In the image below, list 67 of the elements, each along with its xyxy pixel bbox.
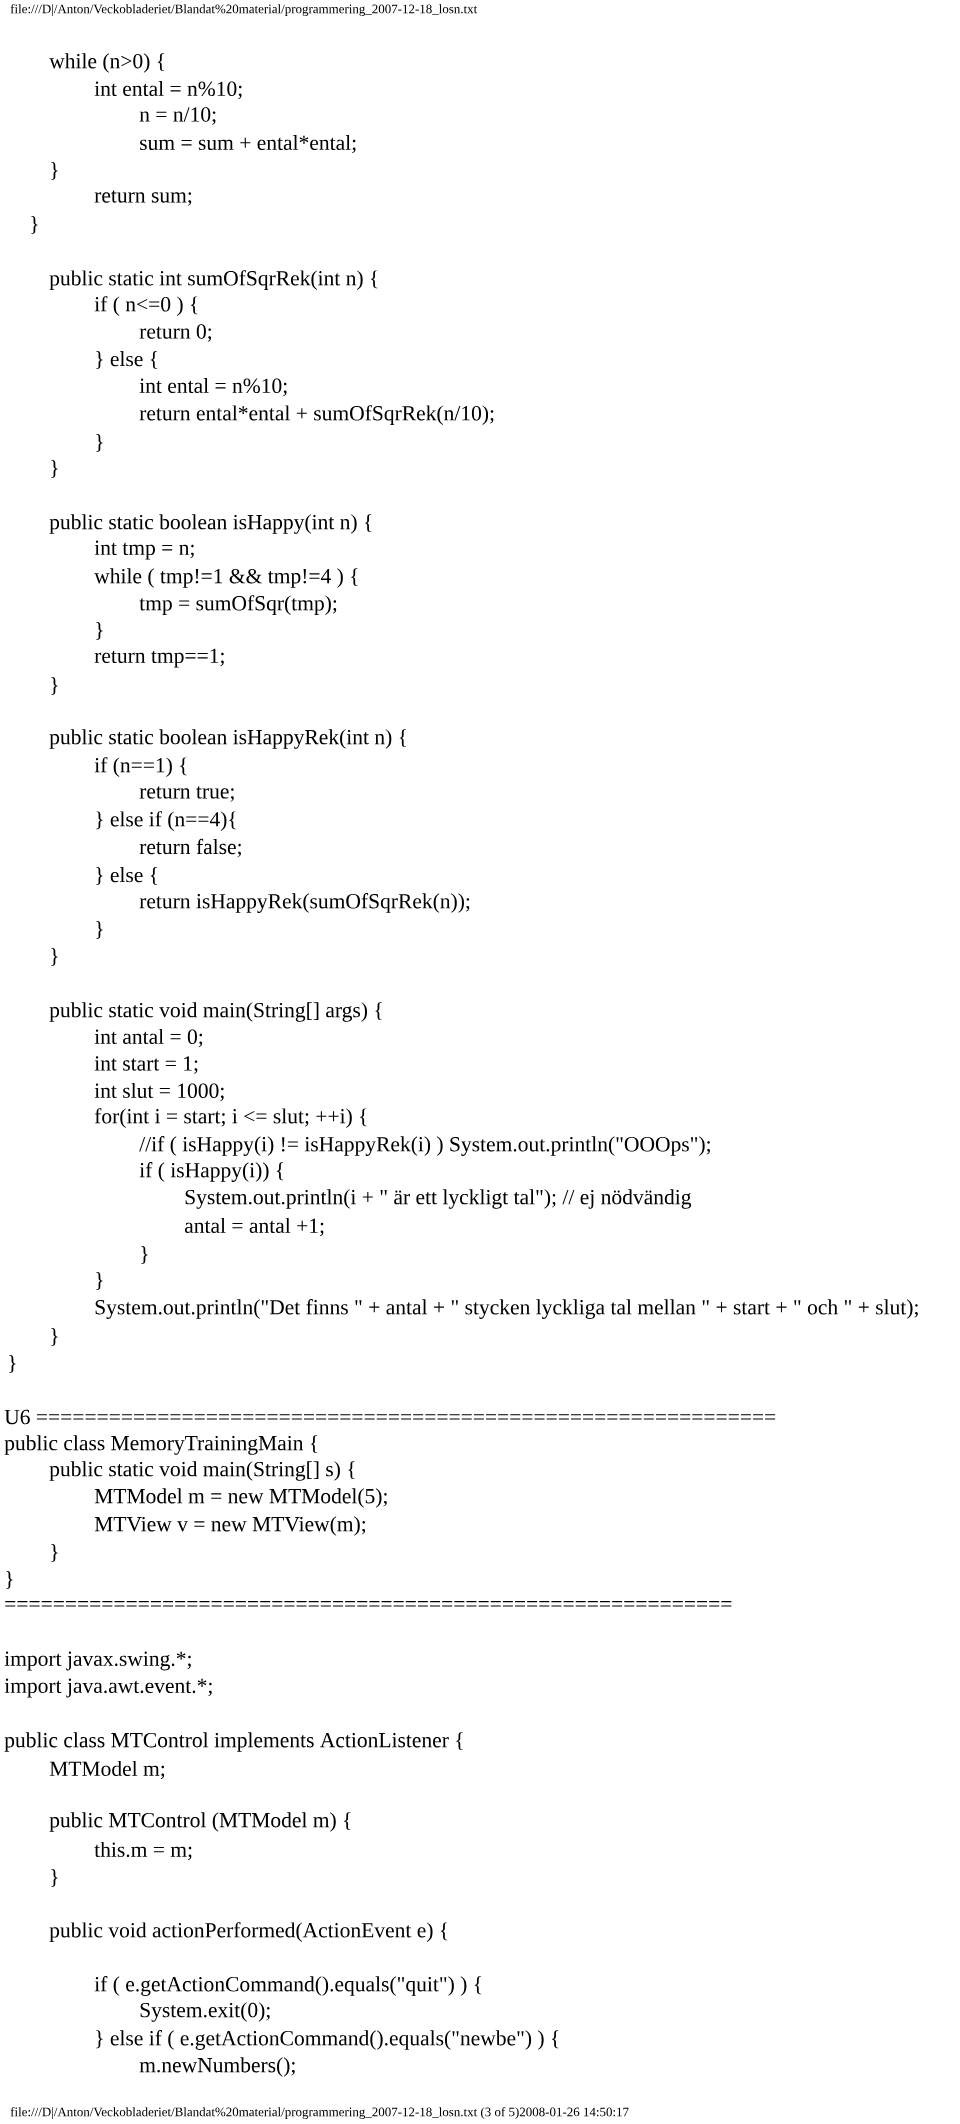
code-line: public static boolean isHappyRek(int n) {	[49, 729, 407, 749]
code-line: return ental*ental + sumOfSqrRek(n/10);	[139, 405, 494, 425]
code-line: if ( e.getActionCommand().equals("quit") ) {	[94, 1976, 482, 1996]
code-line: }	[51, 948, 58, 966]
code-line: m.newNumbers();	[139, 2057, 295, 2077]
code-line: } else {	[96, 351, 158, 369]
code-line: MTModel m;	[49, 1760, 165, 1780]
code-line: }	[96, 622, 103, 640]
code-line: } else if ( e.getActionCommand().equals("newbe") ) {	[96, 2030, 559, 2050]
code-line: System.out.println("Det finns " + antal + " stycken lyckliga tal mellan " + start + " och " + slut);	[95, 1299, 918, 1319]
code-line: }	[51, 1869, 58, 1887]
page-footer: file:///D|/Anton/Veckobladeriet/Blandat%20material/programmering_2007-12-18_losn.txt (3 of 5)2008-01-26 14:50:17	[10, 2107, 629, 2119]
code-line: public static void main(String[] args) {	[49, 1002, 382, 1022]
code-line: //if ( isHappy(i) != isHappyRek(i) ) System.out.println("OOOps");	[139, 1136, 710, 1156]
code-line: }	[96, 921, 103, 939]
code-line: }	[9, 1355, 16, 1373]
code-line: } else {	[96, 867, 158, 885]
code-line: import java.awt.event.*;	[4, 1678, 212, 1698]
code-line: antal = antal +1;	[184, 1217, 324, 1237]
code-line: this.m = m;	[94, 1841, 192, 1861]
code-line: }	[96, 434, 103, 452]
code-line: if ( n<=0 ) {	[94, 296, 198, 316]
code-line: int antal = 0;	[94, 1028, 203, 1048]
code-line: import javax.swing.*;	[4, 1651, 191, 1671]
code-line: return false;	[139, 838, 241, 858]
code-line: MTView v = new MTView(m);	[94, 1516, 366, 1536]
code-line: public static int sumOfSqrRek(int n) {	[49, 270, 378, 290]
code-line: }	[51, 677, 58, 695]
code-line: public class MTControl implements ActionListener {	[4, 1732, 463, 1752]
code-line: System.exit(0);	[140, 2002, 270, 2022]
code-line: n = n/10;	[139, 107, 216, 125]
code-line: public class MemoryTrainingMain {	[4, 1435, 318, 1455]
code-line: if ( isHappy(i)) {	[139, 1162, 284, 1182]
code-line: }	[51, 1328, 58, 1346]
code-line: }	[51, 162, 58, 180]
code-line: sum = sum + ental*ental;	[140, 134, 356, 154]
code-line: }	[96, 1272, 103, 1290]
code-line: }	[6, 1571, 13, 1589]
code-line: return sum;	[94, 190, 192, 206]
code-line: while ( tmp!=1 && tmp!=4 ) {	[94, 568, 358, 588]
code-line: public static boolean isHappy(int n) {	[49, 514, 372, 534]
code-line: System.out.println(i + " är ett lyckligt tal"); // ej nödvändig	[185, 1189, 692, 1209]
code-line: tmp = sumOfSqr(tmp);	[139, 595, 337, 615]
code-line: int start = 1;	[94, 1056, 198, 1074]
code-line: }	[31, 216, 38, 234]
code-line: if (n==1) {	[94, 757, 187, 777]
code-line: }	[51, 460, 58, 478]
code-line: public MTControl (MTModel m) {	[49, 1812, 351, 1832]
code-line: } else if (n==4){	[96, 811, 236, 831]
code-line: return tmp==1;	[94, 648, 224, 668]
code-line: return isHappyRek(sumOfSqrRek(n));	[139, 893, 470, 913]
code-line: int ental = n%10;	[94, 80, 242, 100]
code-line: ============================================================	[5, 1601, 732, 1607]
code-line: int slut = 1000;	[94, 1082, 224, 1102]
code-line: }	[141, 1246, 148, 1264]
code-line: while (n>0) {	[49, 53, 165, 73]
code-line: int ental = n%10;	[139, 377, 287, 397]
code-line: public static void main(String[] s) {	[49, 1461, 355, 1481]
code-line: for(int i = start; i <= slut; ++i) {	[94, 1108, 367, 1128]
code-line: return 0;	[139, 324, 212, 342]
code-line: U6 =============================================================	[4, 1409, 776, 1425]
code-line: return true;	[139, 786, 234, 802]
code-line: MTModel m = new MTModel(5);	[94, 1488, 387, 1508]
file-path-header: file:///D|/Anton/Veckobladeriet/Blandat%20material/programmering_2007-12-18_losn.txt	[10, 4, 478, 16]
code-line: }	[51, 1544, 58, 1562]
code-line: int tmp = n;	[94, 540, 194, 560]
code-line: public void actionPerformed(ActionEvent e) {	[49, 1922, 448, 1942]
